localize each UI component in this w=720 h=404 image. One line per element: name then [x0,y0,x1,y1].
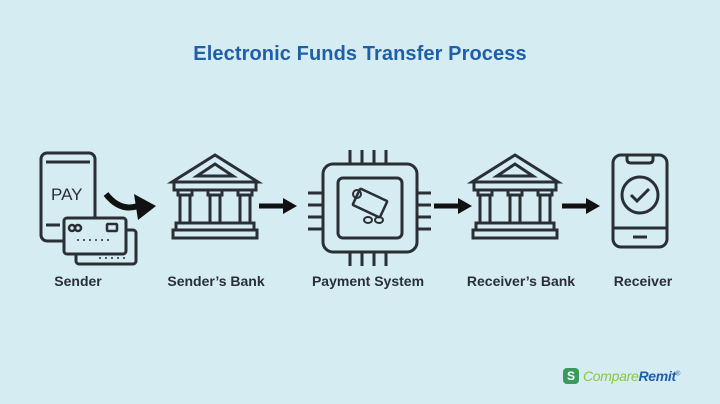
curved-arrow-icon [103,192,156,220]
registered-mark: ® [675,371,681,378]
logo-text: CompareRemit® [583,368,680,384]
step-label-senders-bank: Sender’s Bank [167,273,265,289]
phone-check-icon [611,153,669,249]
step-label-receivers-bank: Receiver’s Bank [466,273,576,289]
arrow-icon [434,198,472,214]
pay-text: PAY [51,185,83,204]
arrow-icon [562,198,600,214]
compareremit-logo: S CompareRemit® [563,366,680,386]
bank-icon [166,153,264,240]
logo-part-remit: Remit [638,368,676,384]
step-label-payment-system: Payment System [311,273,425,289]
logo-part-compare: Compare [583,368,639,384]
step-label-sender: Sender [54,273,102,289]
phone-pay-cards-icon: PAY [39,151,138,266]
bank-icon [466,153,564,240]
page-title: Electronic Funds Transfer Process [193,43,527,65]
arrow-icon [259,198,297,214]
chip-money-icon [308,150,431,266]
step-label-receiver: Receiver [613,273,673,289]
logo-badge-icon: S [563,368,579,384]
